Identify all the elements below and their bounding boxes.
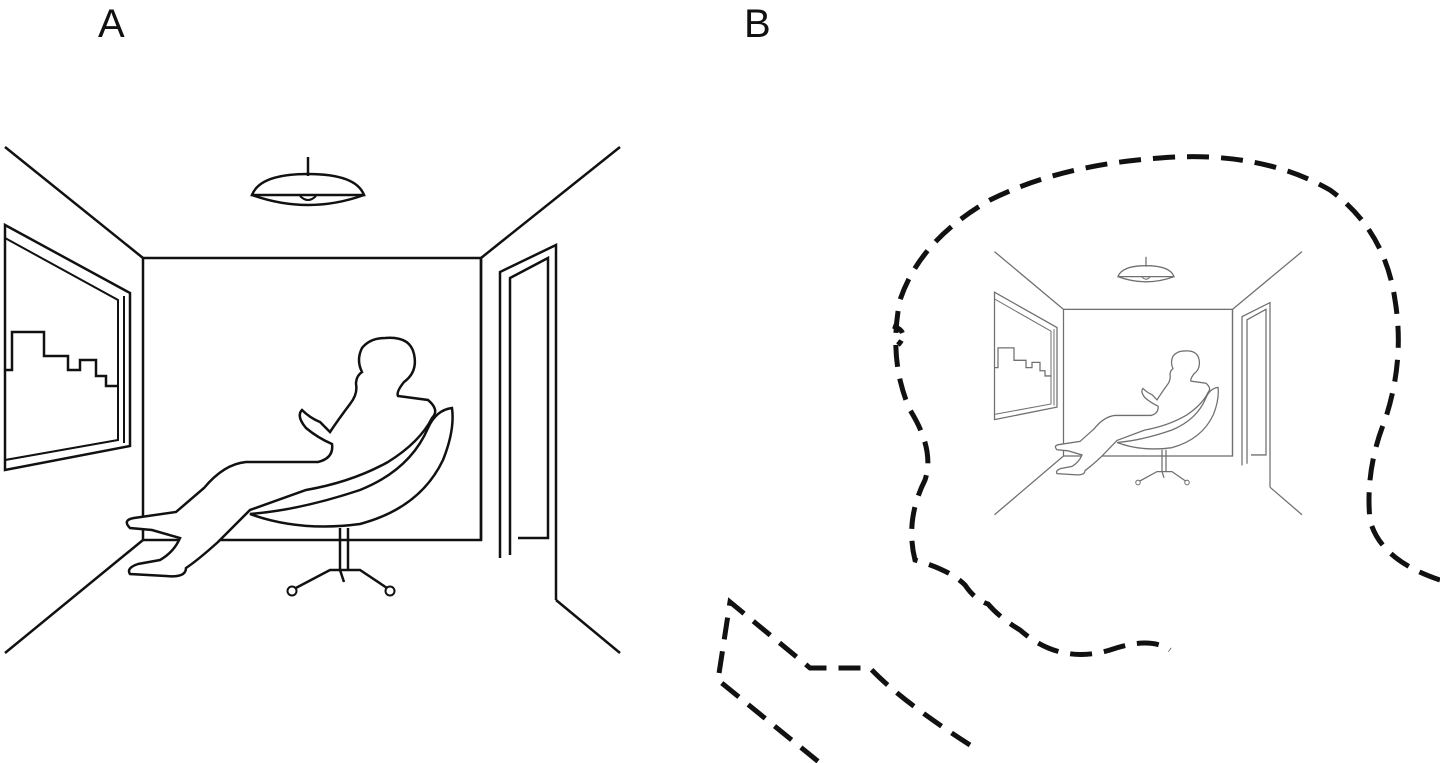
panel-label-b: B [744,2,771,46]
panel-label-a: A [98,2,125,46]
ear-mark [892,323,906,347]
head-silhouette [893,154,1440,657]
imagined-room-b [993,250,1303,516]
shoulder-outline [715,597,972,763]
room-drawing-a [3,145,622,655]
